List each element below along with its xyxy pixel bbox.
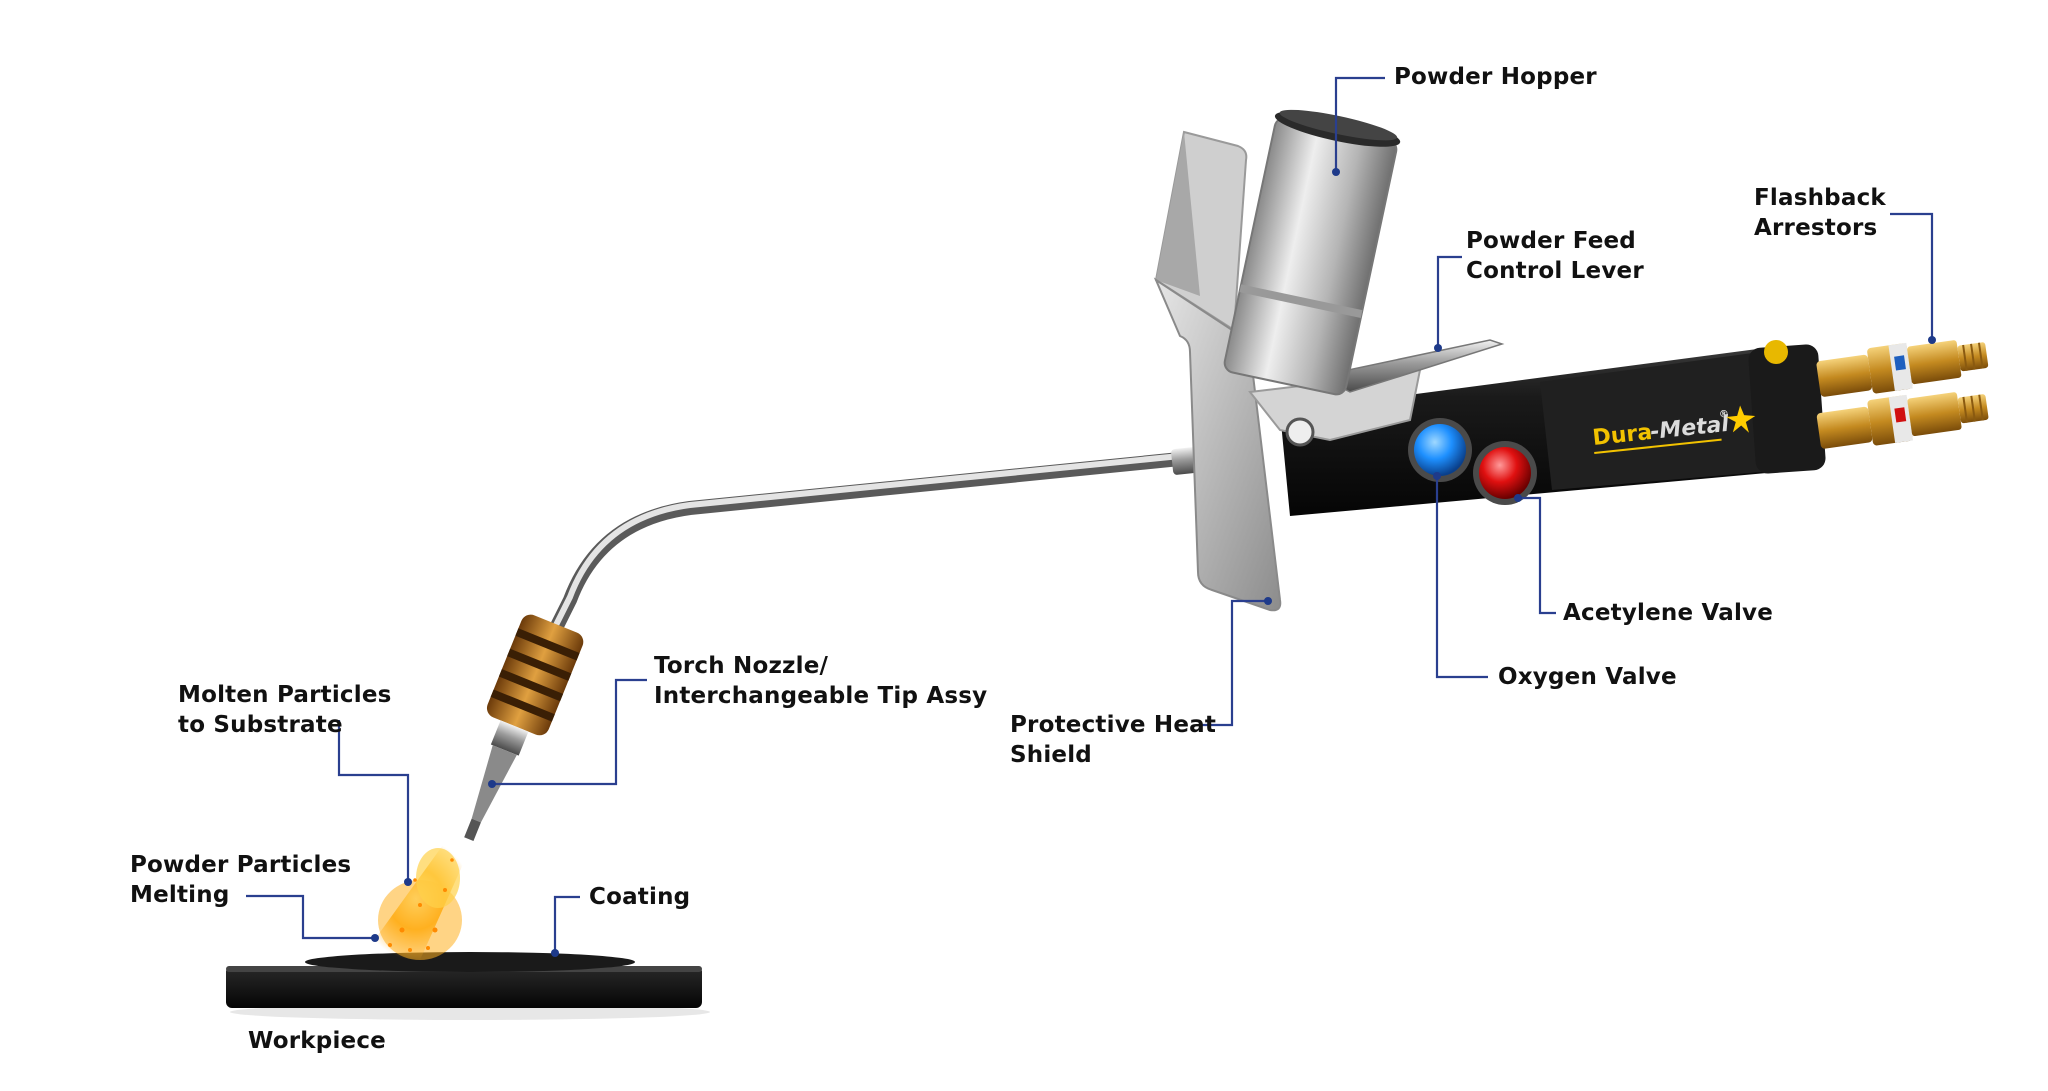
label-acetylene-valve: Acetylene Valve bbox=[1563, 600, 1774, 626]
label-protective-heat-shield: Protective Heat Shield bbox=[1010, 712, 1217, 768]
label-flashback-arrestors: Flashback Arrestors bbox=[1754, 185, 1886, 241]
torch-nozzle bbox=[464, 614, 584, 841]
coating-layer bbox=[305, 952, 635, 972]
oxygen-valve-knob bbox=[1408, 418, 1472, 482]
brand-registered-mark: ® bbox=[1718, 409, 1729, 421]
leader-flashback-arrestors bbox=[1890, 212, 1934, 340]
leader-powder-hopper bbox=[1334, 76, 1385, 172]
powder-hopper bbox=[1223, 109, 1401, 396]
acetylene-valve-knob bbox=[1473, 441, 1537, 505]
leader-protective-heat-shield bbox=[1202, 599, 1268, 727]
torch-handle bbox=[1248, 340, 1826, 516]
label-powder-particles-melting: Powder Particles Melting bbox=[130, 852, 352, 908]
label-powder-hopper: Powder Hopper bbox=[1394, 64, 1597, 90]
brand-name-part1: Dura bbox=[1591, 420, 1653, 451]
label-molten-particles: Molten Particles to Substrate bbox=[178, 682, 392, 738]
leader-powder-feed-lever bbox=[1436, 255, 1462, 348]
leader-molten-particles bbox=[337, 720, 410, 882]
label-torch-nozzle: Torch Nozzle/ Interchangeable Tip Assy bbox=[654, 653, 988, 709]
workpiece bbox=[226, 966, 710, 1020]
spark-star-icon bbox=[1726, 405, 1756, 433]
leader-acetylene-valve bbox=[1518, 496, 1556, 615]
leader-oxygen-valve bbox=[1435, 476, 1488, 679]
brand-logo: Dura -Metal ® bbox=[1591, 405, 1756, 455]
leader-torch-nozzle bbox=[492, 678, 647, 786]
torch-tube bbox=[533, 435, 1242, 667]
label-powder-feed-control-lever: Powder Feed Control Lever bbox=[1466, 228, 1644, 284]
leader-lines bbox=[246, 76, 1934, 953]
spray-flame bbox=[360, 838, 472, 960]
leader-dots bbox=[371, 168, 1936, 957]
leader-coating bbox=[553, 895, 580, 953]
label-workpiece: Workpiece bbox=[248, 1028, 386, 1054]
leader-powder-particles bbox=[246, 894, 375, 940]
flashback-arrestors bbox=[1816, 340, 1989, 449]
label-coating: Coating bbox=[589, 884, 691, 910]
label-oxygen-valve: Oxygen Valve bbox=[1498, 664, 1677, 690]
